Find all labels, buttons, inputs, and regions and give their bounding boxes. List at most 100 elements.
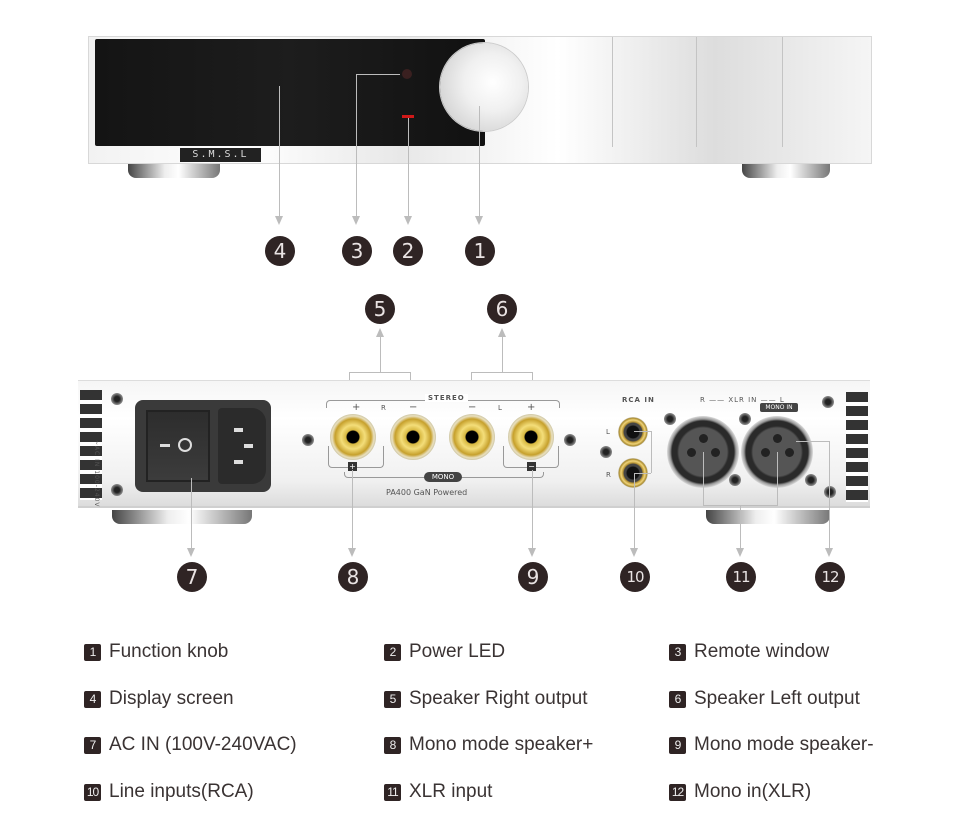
legend-number: 3 [669,643,686,661]
callout-line [777,452,778,505]
legend-label: Speaker Right output [409,688,588,709]
arrow-up-icon [498,328,506,337]
legend-number: 10 [84,783,101,801]
legend-label: Mono mode speaker- [694,734,874,755]
left-channel-label: L [498,404,503,412]
callout-badge-6: 6 [487,294,517,324]
legend-number: 7 [84,736,101,754]
speaker-right-minus-terminal[interactable] [390,414,436,460]
legend-label: AC IN (100V-240VAC) [109,734,297,755]
callout-badge-11: 11 [726,562,756,592]
callout-line [471,372,533,373]
legend-number: 2 [384,643,401,661]
screw [302,434,314,446]
speaker-left-minus-terminal[interactable] [449,414,495,460]
callout-badge-3: 3 [342,236,372,266]
callout-line [532,470,533,552]
panel-seam [696,37,697,147]
xlr-pin [785,448,794,457]
callout-badge-9: 9 [518,562,548,592]
heatsink-left [80,390,102,500]
arrow-up-icon [376,328,384,337]
callout-badge-10: 10 [620,562,650,592]
mono-label: MONO [424,472,462,482]
callout-line [502,336,503,372]
switch-off-mark [160,444,170,447]
right-channel-label: R [381,404,387,412]
callout-line [634,473,635,552]
arrow-down-icon [475,216,483,225]
callout-badge-1: 1 [465,236,495,266]
legend-number: 1 [84,643,101,661]
speaker-left-plus-terminal[interactable] [508,414,554,460]
legend-item: 1 Function knob [84,641,228,663]
legend-number: 12 [669,783,686,801]
screw [111,393,123,405]
callout-badge-8: 8 [338,562,368,592]
callout-line [703,452,704,505]
callout-badge-2: 2 [393,236,423,266]
heatsink-right [846,392,868,502]
socket-pin [234,460,243,464]
switch-on-mark [178,438,192,452]
legend-number: 4 [84,690,101,708]
callout-badge-7: 7 [177,562,207,592]
legend-item: 4 Display screen [84,688,234,710]
iec-power-socket[interactable] [218,408,266,484]
arrow-down-icon [275,216,283,225]
callout-badge-5: 5 [365,294,395,324]
xlr-pin [761,448,770,457]
screw [739,413,751,425]
callout-badge-4: 4 [265,236,295,266]
right-minus-label: − [409,402,419,413]
socket-pin [234,428,243,432]
legend-label: Display screen [109,688,234,709]
callout-line [829,441,830,552]
xlr-in-label: R —— XLR IN —— L [700,396,785,404]
legend-number: 9 [669,736,686,754]
callout-line [191,478,192,552]
socket-pin [244,444,253,448]
power-switch[interactable] [146,410,210,482]
legend-label: Speaker Left output [694,688,860,709]
callout-line [796,441,829,442]
xlr-pin [711,448,720,457]
callout-badge-12: 12 [815,562,845,592]
screw [600,446,612,458]
xlr-pin [699,434,708,443]
left-minus-label: − [468,402,478,413]
mono-plus-icon: + [348,462,357,471]
ac-in-rating-label: ~AC IN 100-240V [93,440,100,508]
screw [824,486,836,498]
legend-label: Power LED [409,641,506,662]
speaker-right-plus-terminal[interactable] [330,414,376,460]
legend-item: 9 Mono mode speaker- [669,734,874,756]
screw [111,484,123,496]
screw [564,434,576,446]
legend-label: Line inputs(RCA) [109,781,254,802]
screw [664,413,676,425]
arrow-down-icon [825,548,833,557]
function-knob[interactable] [440,43,528,131]
screw [729,474,741,486]
xlr-pin [687,448,696,457]
stereo-label: STEREO [425,394,468,402]
screw [822,396,834,408]
legend-label: Function knob [109,641,229,662]
foot [128,164,220,178]
rca-in-label: RCA IN [622,396,655,404]
foot [706,510,830,524]
legend-item: 7 AC IN (100V-240VAC) [84,734,297,756]
legend-number: 6 [669,690,686,708]
arrow-down-icon [352,216,360,225]
mono-in-label: MONO IN [760,403,798,412]
left-plus-label: + [527,402,537,413]
rca-input-left[interactable] [618,417,648,447]
foot [112,510,252,524]
remote-window [402,69,412,79]
legend-label: Mono mode speaker+ [409,734,594,755]
